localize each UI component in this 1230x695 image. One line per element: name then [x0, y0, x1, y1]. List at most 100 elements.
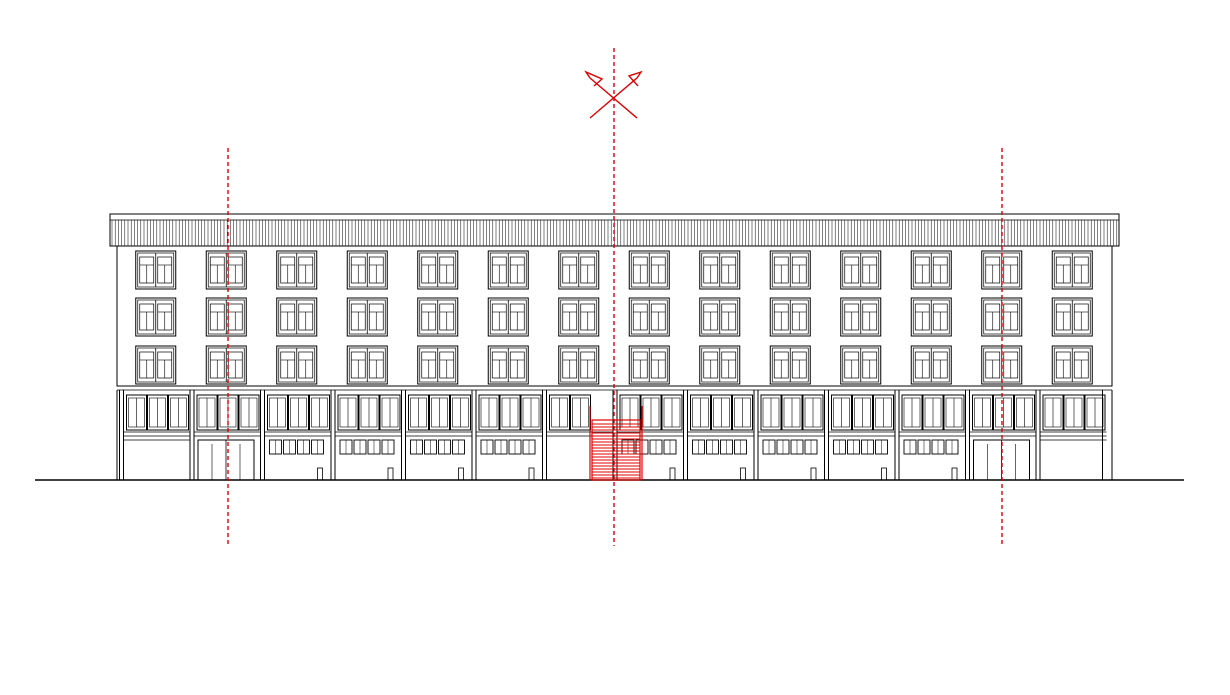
- window-frame: [699, 250, 741, 290]
- window-frame: [769, 297, 811, 337]
- window-frame: [276, 250, 318, 290]
- window-frame: [417, 250, 459, 290]
- shutter-post: [317, 467, 323, 481]
- storefront-bay: [471, 390, 543, 481]
- storefront-bay: [119, 390, 190, 480]
- storefront-bay: [894, 390, 966, 481]
- axis-lines: [227, 48, 1003, 546]
- clerestory-window: [1063, 394, 1085, 431]
- clerestory-window: [168, 394, 189, 431]
- clerestory-window: [358, 394, 380, 431]
- clerestory-window: [781, 394, 803, 431]
- clerestory-window: [802, 394, 824, 431]
- shutter-post: [881, 467, 887, 481]
- clerestory-window: [1014, 394, 1035, 431]
- storefront-bay: [189, 390, 261, 481]
- window-frame: [417, 345, 459, 385]
- window-frame: [1051, 250, 1093, 290]
- clerestory-window: [126, 394, 147, 431]
- ground-floor-storefronts: [119, 390, 1107, 481]
- window-frame: [205, 345, 247, 385]
- clerestory-window: [499, 394, 521, 431]
- window-frame: [840, 297, 882, 337]
- storefront-bay: [330, 390, 402, 481]
- entrance-stair: [589, 406, 643, 481]
- window-frame: [346, 250, 388, 290]
- window-frame: [487, 297, 529, 337]
- storefront-bay: [542, 390, 613, 480]
- shutter-post: [669, 467, 676, 481]
- clerestory-window: [408, 394, 429, 431]
- window-frame: [417, 297, 459, 337]
- shutter-post: [387, 467, 394, 481]
- window-frame: [628, 250, 670, 290]
- flag-pennant: [584, 70, 604, 87]
- window-frame: [840, 345, 882, 385]
- clerestory-window: [922, 394, 944, 431]
- clerestory-window: [450, 394, 471, 431]
- clerestory-window: [901, 394, 923, 431]
- shutter-post: [810, 467, 817, 481]
- window-frame: [628, 297, 670, 337]
- window-frame: [1051, 345, 1093, 385]
- clerestory-window: [760, 394, 782, 431]
- window-frame: [769, 345, 811, 385]
- window-frame: [346, 297, 388, 337]
- flag-staff: [589, 77, 638, 119]
- clerestory-window: [873, 394, 894, 431]
- stair-outline: [591, 419, 641, 481]
- clerestory-window: [972, 394, 993, 431]
- clerestory-window: [478, 394, 500, 431]
- storefront-bay: [683, 390, 754, 481]
- window-frame: [558, 250, 600, 290]
- window-frame: [346, 345, 388, 385]
- shutter-post: [528, 467, 535, 481]
- storefront-bay: [260, 390, 331, 481]
- window-frame: [628, 345, 670, 385]
- window-frame: [558, 297, 600, 337]
- clerestory-window: [309, 394, 330, 431]
- clerestory-window: [732, 394, 753, 431]
- clerestory-window: [1084, 394, 1106, 431]
- clerestory-window: [379, 394, 401, 431]
- clerestory-window: [520, 394, 542, 431]
- storefront-bay: [753, 390, 825, 481]
- crossed-flags-icon: [584, 70, 643, 119]
- window-frame: [276, 345, 318, 385]
- clerestory-window: [943, 394, 965, 431]
- window-frame: [910, 345, 952, 385]
- window-frame: [840, 250, 882, 290]
- clerestory-window: [337, 394, 359, 431]
- clerestory-window: [267, 394, 288, 431]
- clerestory-window: [640, 394, 662, 431]
- storefront-bay: [824, 390, 895, 481]
- window-frame: [135, 297, 177, 337]
- clerestory-window: [661, 394, 683, 431]
- storefront-bay: [401, 390, 472, 481]
- clerestory-window: [1042, 394, 1064, 431]
- shutter-post: [740, 467, 746, 481]
- storefront-bay: [965, 390, 1036, 481]
- storefront-bay: [1035, 390, 1107, 480]
- clerestory-window: [993, 394, 1014, 431]
- clerestory-window: [429, 394, 450, 431]
- flag-pennant: [627, 70, 643, 87]
- clerestory-window: [196, 394, 218, 431]
- shutter-post: [951, 467, 958, 481]
- window-frame: [699, 345, 741, 385]
- window-frame: [910, 250, 952, 290]
- window-frame: [135, 345, 177, 385]
- window-frame: [487, 345, 529, 385]
- window-frame: [487, 250, 529, 290]
- window-frame: [205, 297, 247, 337]
- storefront-bay: [612, 390, 684, 481]
- window-frame: [276, 297, 318, 337]
- window-frame: [910, 297, 952, 337]
- window-frame: [558, 345, 600, 385]
- window-frame: [135, 250, 177, 290]
- clerestory-window: [549, 394, 570, 431]
- clerestory-window: [852, 394, 873, 431]
- shutter-post: [458, 467, 464, 481]
